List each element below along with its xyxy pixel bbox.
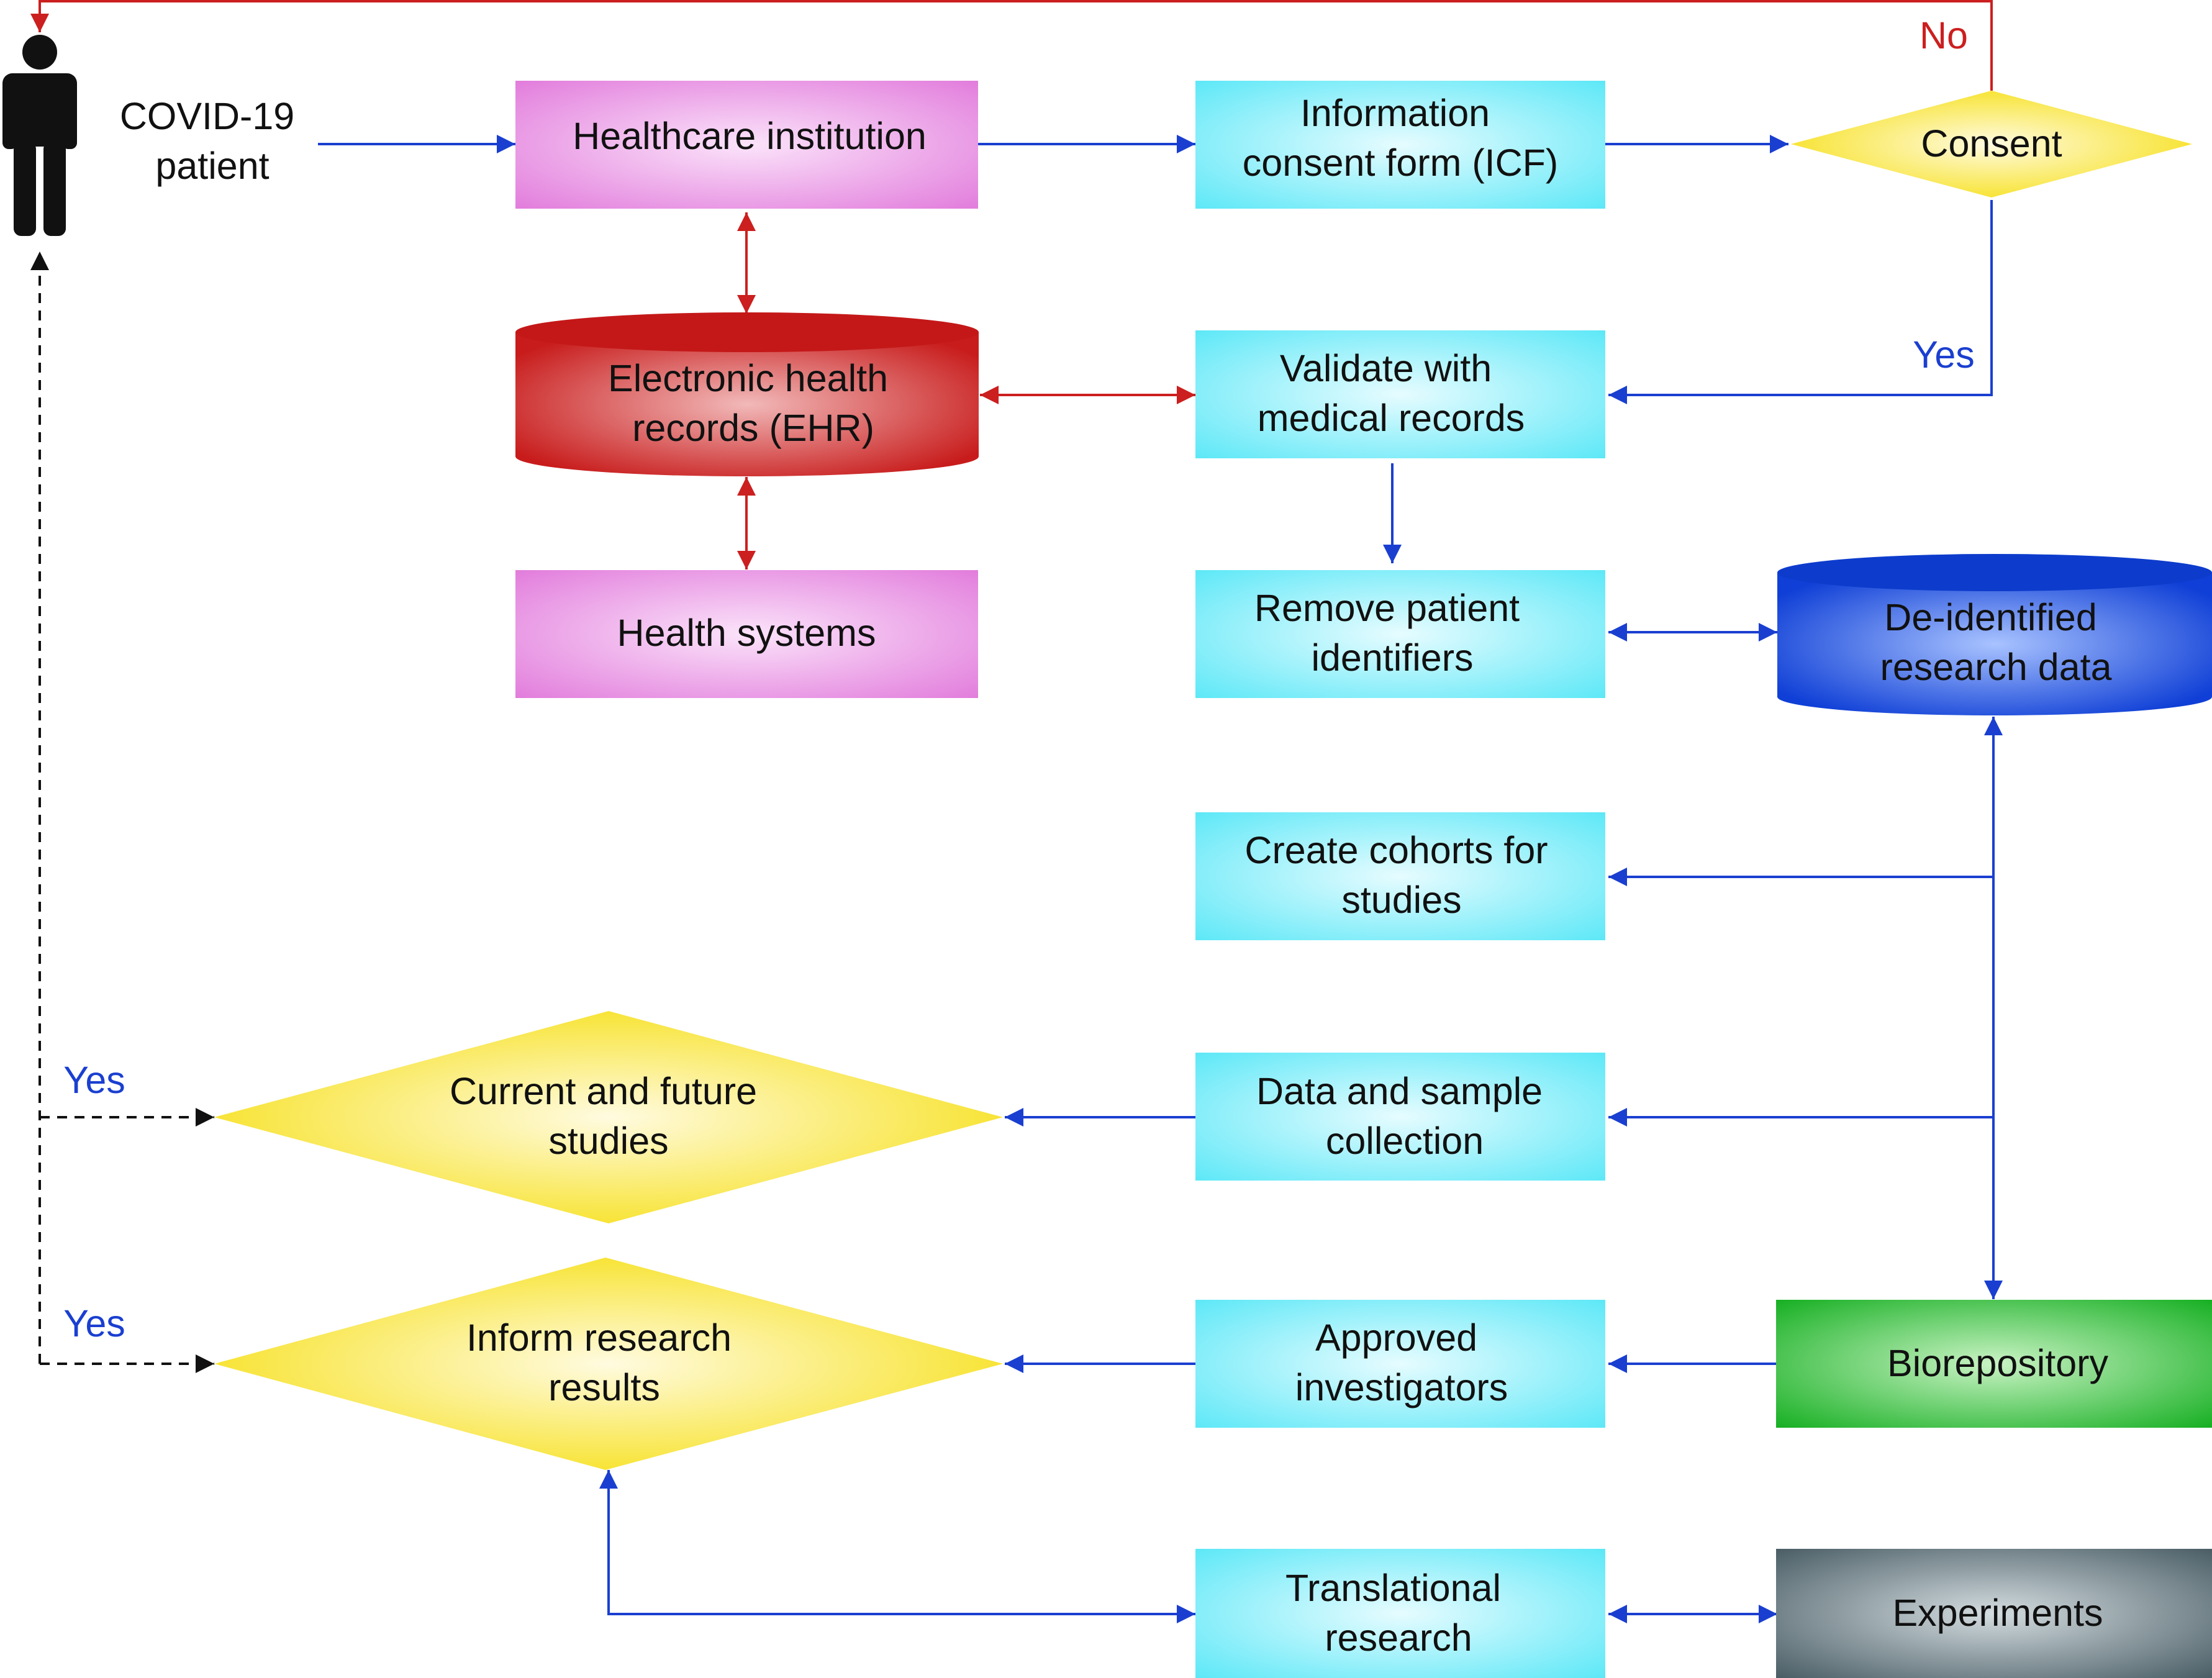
arrow-translational-inform [599, 1470, 1195, 1623]
deidentified-research-data-cylinder[interactable]: De-identified research data [1777, 554, 2212, 715]
approved-investigators-label: Approved investigators [1295, 1317, 1508, 1408]
validate-medical-records-box[interactable]: Validate with medical records [1195, 330, 1605, 458]
current-future-studies-diamond[interactable]: Current and future studies [214, 1011, 1003, 1223]
approved-investigators-box[interactable]: Approved investigators [1195, 1300, 1605, 1428]
inform-research-results-label: Inform research results [466, 1317, 742, 1408]
consent-label: Consent [1921, 122, 2062, 165]
remove-patient-identifiers-label: Remove patient identifiers [1254, 587, 1530, 679]
validate-medical-records-label: Validate with medical records [1258, 347, 1525, 439]
biorepository-label: Biorepository [1887, 1342, 2108, 1384]
connectors [30, 0, 2003, 1623]
translational-research-box[interactable]: Translational research [1195, 1549, 1605, 1678]
label-consent-yes: Yes [1913, 333, 1975, 376]
current-future-studies-label: Current and future studies [450, 1070, 768, 1162]
healthcare-institution-box[interactable]: Healthcare institution [515, 81, 978, 209]
inform-research-results-diamond[interactable]: Inform research results [214, 1258, 1003, 1470]
deidentified-research-data-label: De-identified research data [1880, 596, 2112, 688]
create-cohorts-label: Create cohorts for studies [1244, 829, 1558, 921]
label-results-yes: Yes [63, 1302, 125, 1345]
electronic-health-records-cylinder[interactable]: Electronic health records (EHR) [515, 312, 979, 476]
translational-research-label: Translational research [1285, 1567, 1512, 1659]
data-sample-collection-box[interactable]: Data and sample collection [1195, 1053, 1605, 1181]
healthcare-institution-label: Healthcare institution [573, 115, 927, 157]
biorepository-box[interactable]: Biorepository [1776, 1300, 2212, 1428]
health-systems-label: Health systems [617, 612, 876, 654]
experiments-label: Experiments [1892, 1592, 2103, 1634]
arrow-consent-no [30, 0, 1993, 91]
information-consent-form-box[interactable]: Information consent form (ICF) [1195, 81, 1605, 209]
remove-patient-identifiers-box[interactable]: Remove patient identifiers [1195, 570, 1605, 698]
experiments-box[interactable]: Experiments [1776, 1549, 2212, 1678]
label-consent-no: No [1920, 14, 1968, 57]
patient-label: COVID-19 patient [120, 95, 305, 187]
consent-decision-diamond[interactable]: Consent [1791, 91, 2192, 197]
information-consent-form-label: Information consent form (ICF) [1243, 92, 1558, 184]
label-studies-yes: Yes [63, 1059, 125, 1101]
person-icon [2, 35, 77, 236]
data-sample-collection-label: Data and sample collection [1256, 1070, 1553, 1162]
electronic-health-records-label: Electronic health records (EHR) [608, 357, 899, 449]
create-cohorts-box[interactable]: Create cohorts for studies [1195, 812, 1605, 940]
arrow-consent-yes [1608, 200, 1993, 404]
health-systems-box[interactable]: Health systems [515, 570, 978, 698]
